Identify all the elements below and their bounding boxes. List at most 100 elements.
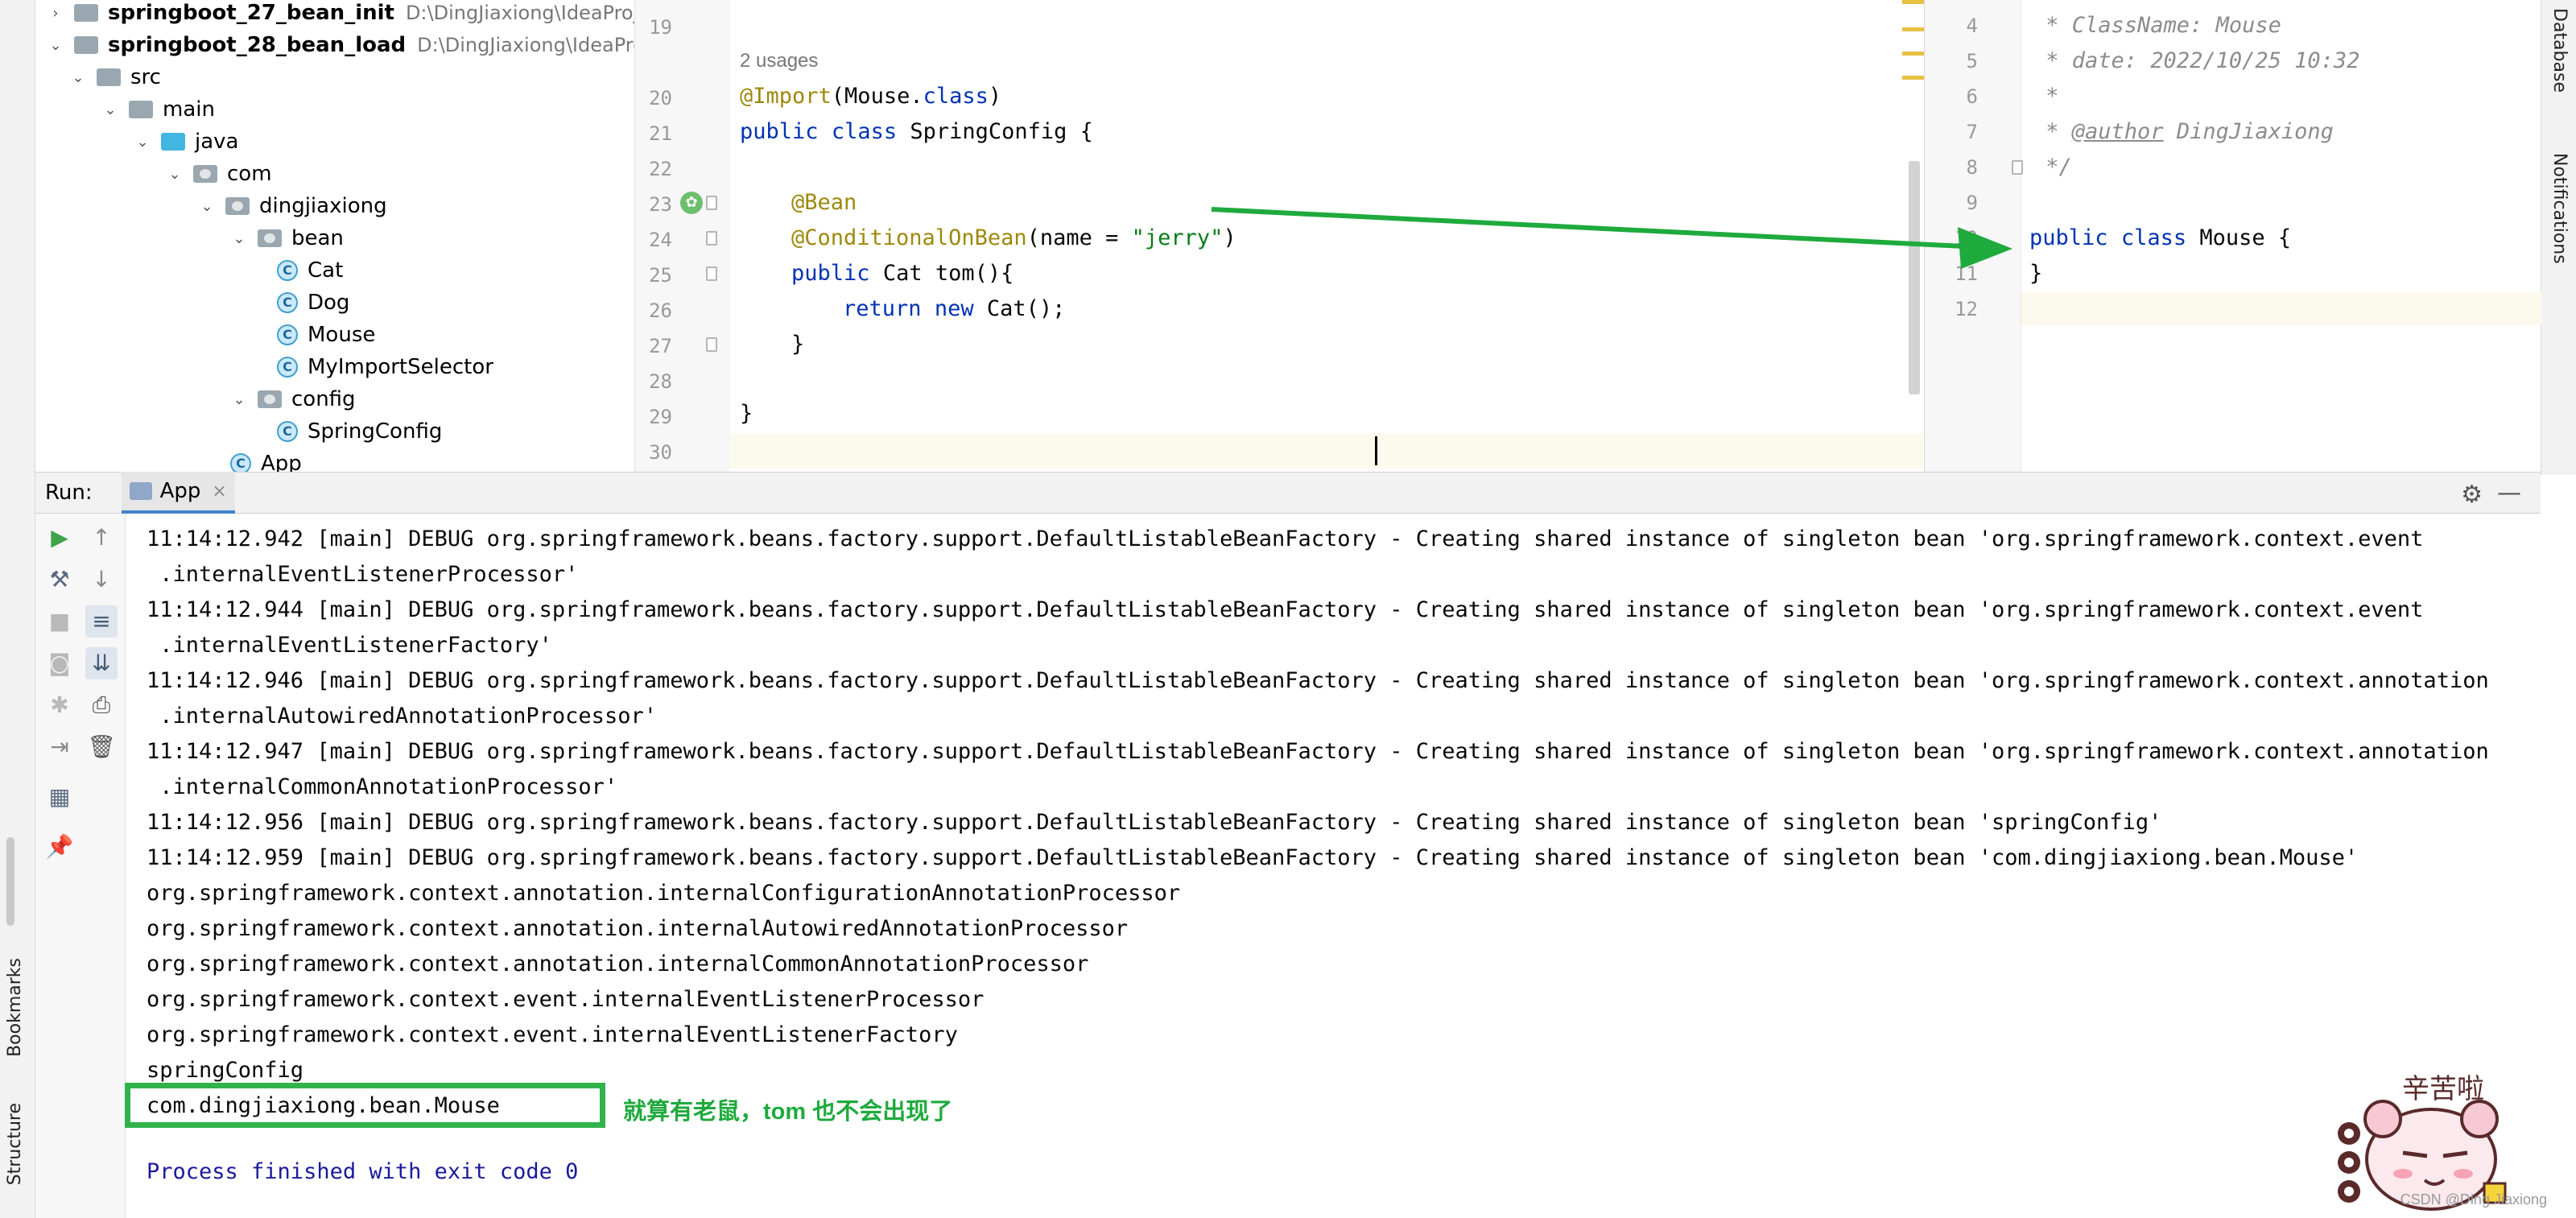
run-tab-app[interactable]: App × [121,472,235,514]
rerun-icon[interactable]: ▶ [51,524,68,551]
tree-item[interactable]: ⌄com [166,158,271,190]
line-number: 25 [649,264,672,287]
package-icon [225,197,250,215]
wrench-icon[interactable]: ⚒ [49,566,70,592]
pin-icon[interactable]: 📌 [45,833,74,860]
fold-marker[interactable] [2012,160,2023,175]
fold-marker[interactable] [706,196,717,210]
layout-icon[interactable]: ▦ [48,783,71,810]
error-stripe-mark[interactable] [1902,76,1925,80]
tree-item[interactable]: ⌄main [101,93,215,126]
error-stripe-mark[interactable] [1902,27,1925,31]
doc-token: DingJiaxiong [2163,119,2334,144]
soft-wrap-icon[interactable]: ≡ [85,605,118,638]
chevron-down-icon[interactable]: ⌄ [168,165,181,183]
tree-item[interactable]: ⌄config [230,383,355,415]
tree-item-label: App [261,452,302,472]
run-toolbar: ▶ ↑ ⚒ ↓ ■ ≡ ◙ ⇊ ✱ ⎙ ⇥ 🗑 ▦ 📌 [35,514,126,1218]
fold-marker[interactable] [706,266,717,281]
debug-icon[interactable]: ✱ [50,692,69,718]
chevron-down-icon[interactable]: ⌄ [104,101,117,118]
tree-item-label: springboot_27_bean_init [108,1,394,25]
console-output[interactable]: 11:14:12.942 [main] DEBUG org.springfram… [126,514,2541,1218]
chevron-down-icon[interactable]: ⌄ [72,68,85,86]
structure-label: Structure [5,1103,25,1186]
chevron-down-icon[interactable]: ⌄ [233,390,246,408]
doc-line-6: * [2033,84,2059,109]
code-line-24: @ConditionalOnBean(name = "jerry") [791,225,1236,250]
sticker-text: 辛苦啦 [2402,1073,2484,1105]
close-icon[interactable]: × [212,481,227,502]
error-stripe-mark[interactable] [1902,0,1925,4]
minimize-icon[interactable]: — [2497,479,2521,507]
bookmarks-tool-button[interactable]: Bookmarks [5,958,25,1057]
tree-item-label: src [130,65,161,89]
line-number: 11 [1955,262,1978,285]
gear-icon[interactable]: ⚙ [2461,481,2483,509]
console-line: 11:14:12.959 [main] DEBUG org.springfram… [147,845,2359,870]
stop-icon[interactable]: ■ [48,608,71,634]
down-arrow-icon[interactable]: ↓ [92,566,111,592]
database-tool-button[interactable]: Database [2549,8,2570,93]
class-declaration: Mouse { [2199,225,2292,250]
error-stripe-mark[interactable] [1902,52,1925,56]
chevron-down-icon[interactable]: ⌄ [136,133,149,151]
module-path: D:\DingJiaxiong\IdeaProjects\ [417,34,634,56]
exit-icon[interactable]: ⇥ [50,733,69,760]
up-arrow-icon[interactable]: ↑ [92,524,111,551]
editor-scrollbar[interactable] [1909,161,1920,394]
tree-item[interactable]: ⌄ bean [230,222,344,254]
tree-item[interactable]: ⌄ java [134,126,238,158]
tree-item-label: java [195,130,239,154]
line-number: 23 [649,193,672,216]
line-number: 28 [649,370,672,393]
code-line-25: public Cat tom(){ [791,261,1013,286]
keyword: class [2120,225,2187,250]
tree-item[interactable]: ⌄dingjiaxiong [198,190,386,222]
trash-icon[interactable]: 🗑 [87,733,116,760]
camera-icon[interactable]: ◙ [48,650,71,676]
structure-tool-button[interactable]: Structure [5,1103,25,1185]
console-line: org.springframework.context.annotation.i… [147,952,1089,976]
usages-hint[interactable]: 2 usages [740,50,819,72]
tree-item[interactable]: ⌄ src [69,61,161,93]
console-icon [129,482,152,500]
scroll-to-end-icon[interactable]: ⇊ [85,647,118,679]
strip-handle[interactable] [6,837,14,926]
line-number: 7 [1966,121,1978,143]
print-icon[interactable]: ⎙ [92,692,111,718]
notifications-tool-button[interactable]: Notifications [2549,153,2570,264]
console-line: org.springframework.context.annotation.i… [147,916,1129,941]
line-number: 10 [1955,227,1978,250]
tree-item-label: bean [291,226,344,250]
console-line: .internalEventListenerProcessor' [147,562,579,587]
line-number: 6 [1966,85,1978,108]
string-literal: "jerry" [1131,225,1224,250]
chevron-down-icon[interactable]: ⌄ [49,36,62,54]
fold-marker[interactable] [706,231,717,246]
console-line: .internalAutowiredAnnotationProcessor' [147,704,657,729]
chevron-down-icon[interactable]: ⌄ [233,229,246,247]
code-token: (name = [1026,225,1132,250]
code-token: ) [1223,225,1236,250]
code-line-27: } [791,332,805,357]
chevron-right-icon[interactable]: › [52,4,59,22]
bean-gutter-icon[interactable]: ✿ [680,192,703,214]
tree-item-label: MyImportSelector [308,355,493,379]
current-line-highlight [2021,291,2541,325]
fold-marker[interactable] [706,337,717,352]
chevron-down-icon[interactable]: ⌄ [200,197,213,215]
console-line: org.springframework.context.event.intern… [147,987,985,1012]
class-declaration: SpringConfig { [910,119,1093,144]
